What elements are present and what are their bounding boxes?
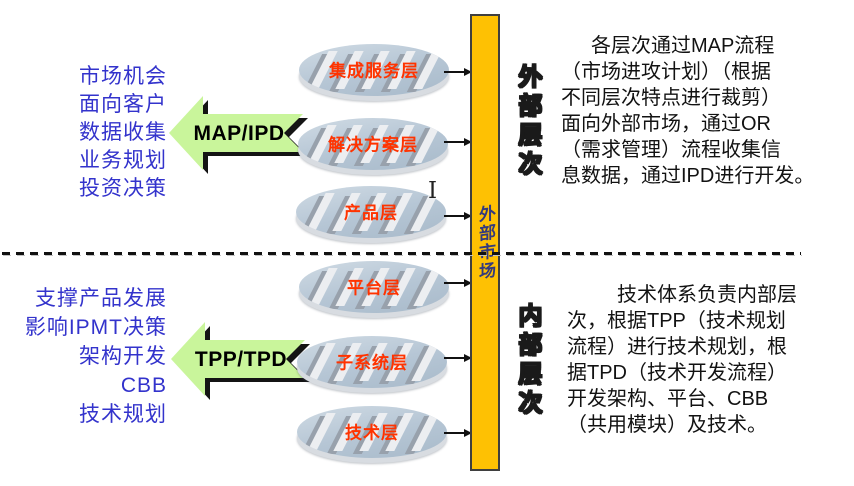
paragraph-line: 不同层次特点进行裁剪） [561,87,781,109]
list-item: CBB [120,374,167,397]
external-market-bar: 外部市场 [470,14,500,471]
arrow-label: MAP/IPD [193,122,284,145]
paragraph-line: （共用模块）及技术。 [567,414,767,436]
arrow-label: TPP/TPD [195,348,287,371]
paragraph-line: 息数据，通过IPD进行开发。 [561,165,815,187]
layer-platform: 平台层 [299,261,449,319]
list-item: 支撑产品发展 [35,287,167,310]
paragraph-line: 次，根据TPP（技术规划 [567,310,786,332]
layer-subsystem: 子系统层 [297,336,447,394]
disc-top: 子系统层 [297,336,447,388]
layer-label: 解决方案层 [328,135,418,155]
connector-arrow [444,212,472,220]
layer-label: 子系统层 [336,353,408,373]
connector-arrow [444,138,472,146]
map-ipd-arrow: MAP/IPD [169,96,308,174]
paragraph-line: 各层次通过MAP流程 [591,35,775,57]
list-item: 技术规划 [79,403,167,426]
arrow-body [171,322,305,396]
inner-layers-label: 内部层次 [513,302,541,419]
arrow-body [169,96,303,170]
technology-activities-list: 支撑产品发展 影响IPMT决策 架构开发 CBB 技术规划 [19,284,167,429]
text-cursor-artifact: I [428,178,438,204]
connector-arrow [444,354,472,362]
external-market-label: 外部市场 [475,203,495,282]
layer-solutions: 解决方案层 [298,118,448,176]
list-item: 面向客户 [79,93,167,116]
disc-top: 技术层 [297,406,447,458]
layer-integrated-services: 集成服务层 [299,44,449,102]
inner-layers-paragraph: 技术体系负责内部层 次，根据TPP（技术规划 流程）进行技术规划，根 据TPD（… [567,282,854,438]
disc-top: 集成服务层 [299,44,449,96]
tpp-tpd-arrow: TPP/TPD [171,322,310,400]
paragraph-line: （需求管理）流程收集信 [561,139,781,161]
layer-label: 集成服务层 [329,61,419,81]
list-item: 影响IPMT决策 [24,316,167,339]
paragraph-line: （市场进攻计划）（根据 [561,61,771,83]
layer-products: 产品层 [296,186,446,244]
dashed-divider [2,252,802,256]
layer-label: 技术层 [345,423,399,443]
market-activities-list: 市场机会 面向客户 数据收集 业务规划 投资决策 [19,63,167,203]
layer-label: 产品层 [344,203,398,223]
disc-top: 产品层 [296,186,446,238]
list-item: 架构开发 [79,345,167,368]
paragraph-line: 技术体系负责内部层 [617,284,797,306]
layer-technology: 技术层 [297,406,447,464]
paragraph-line: 流程）进行技术规划，根 [567,336,787,358]
list-item: 市场机会 [79,65,167,88]
connector-arrow [444,68,472,76]
connector-arrow [444,429,472,437]
connector-arrow [444,279,472,287]
paragraph-line: 开发架构、平台、CBB [567,388,769,410]
list-item: 数据收集 [79,121,167,144]
layer-label: 平台层 [347,278,401,298]
list-item: 业务规划 [79,149,167,172]
disc-top: 解决方案层 [298,118,448,170]
paragraph-line: 据TPD（技术开发流程） [567,362,787,384]
outer-layers-paragraph: 各层次通过MAP流程 （市场进攻计划）（根据 不同层次特点进行裁剪） 面向外部市… [561,33,854,189]
list-item: 投资决策 [79,177,167,200]
outer-layers-label: 外部层次 [513,63,541,180]
disc-top: 平台层 [299,261,449,313]
paragraph-line: 面向外部市场，通过OR [561,113,771,135]
